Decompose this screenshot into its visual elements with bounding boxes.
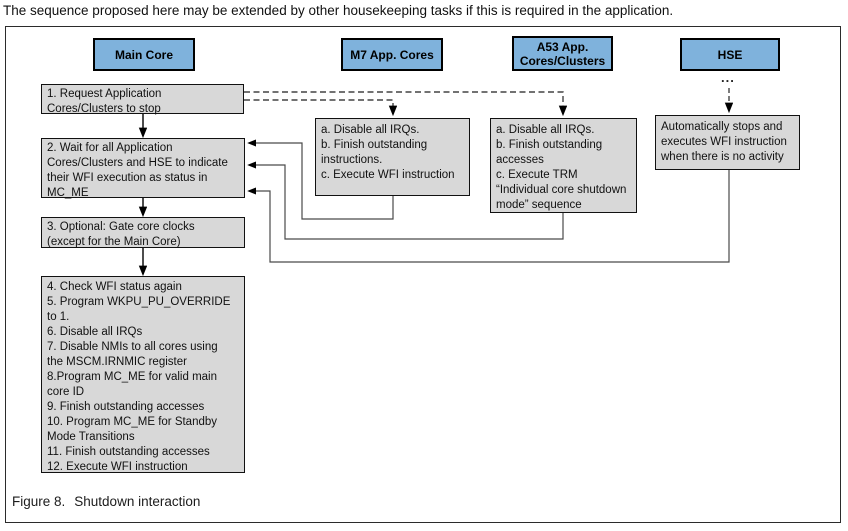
step-box-2: 2. Wait for all Application Cores/Cluste… xyxy=(41,138,245,199)
return-wire-hse-to-step2 xyxy=(247,170,730,263)
step-box-3: 3. Optional: Gate core clocks (except fo… xyxy=(41,217,245,248)
a53-process-box: a. Disable all IRQs. b. Finish outstandi… xyxy=(490,118,637,213)
return-wire-m7-to-step2 xyxy=(247,139,394,220)
return-wire-a53-to-step2 xyxy=(247,161,564,240)
figure-caption-title: Shutdown interaction xyxy=(74,494,201,509)
dashed-arrow-step1-to-m7 xyxy=(244,99,398,117)
dashed-arrow-step1-to-a53 xyxy=(244,91,568,117)
intro-text: The sequence proposed here may be extend… xyxy=(3,3,674,18)
header-m7-app-cores: M7 App. Cores xyxy=(341,38,443,71)
figure-caption-label: Figure 8. xyxy=(12,494,66,509)
step-box-4-12: 4. Check WFI status again 5. Program WKP… xyxy=(41,276,245,473)
figure-caption: Figure 8. Shutdown interaction xyxy=(12,494,200,509)
hse-process-box: Automatically stops and executes WFI ins… xyxy=(655,115,800,170)
hse-ellipsis: ... xyxy=(721,70,735,85)
m7-process-box: a. Disable all IRQs. b. Finish outstandi… xyxy=(315,118,470,196)
step-box-1: 1. Request Application Cores/Clusters to… xyxy=(41,84,244,115)
header-main-core: Main Core xyxy=(93,38,195,71)
header-hse: HSE xyxy=(680,38,780,71)
header-a53-app-cores: A53 App. Cores/Clusters xyxy=(512,36,613,71)
